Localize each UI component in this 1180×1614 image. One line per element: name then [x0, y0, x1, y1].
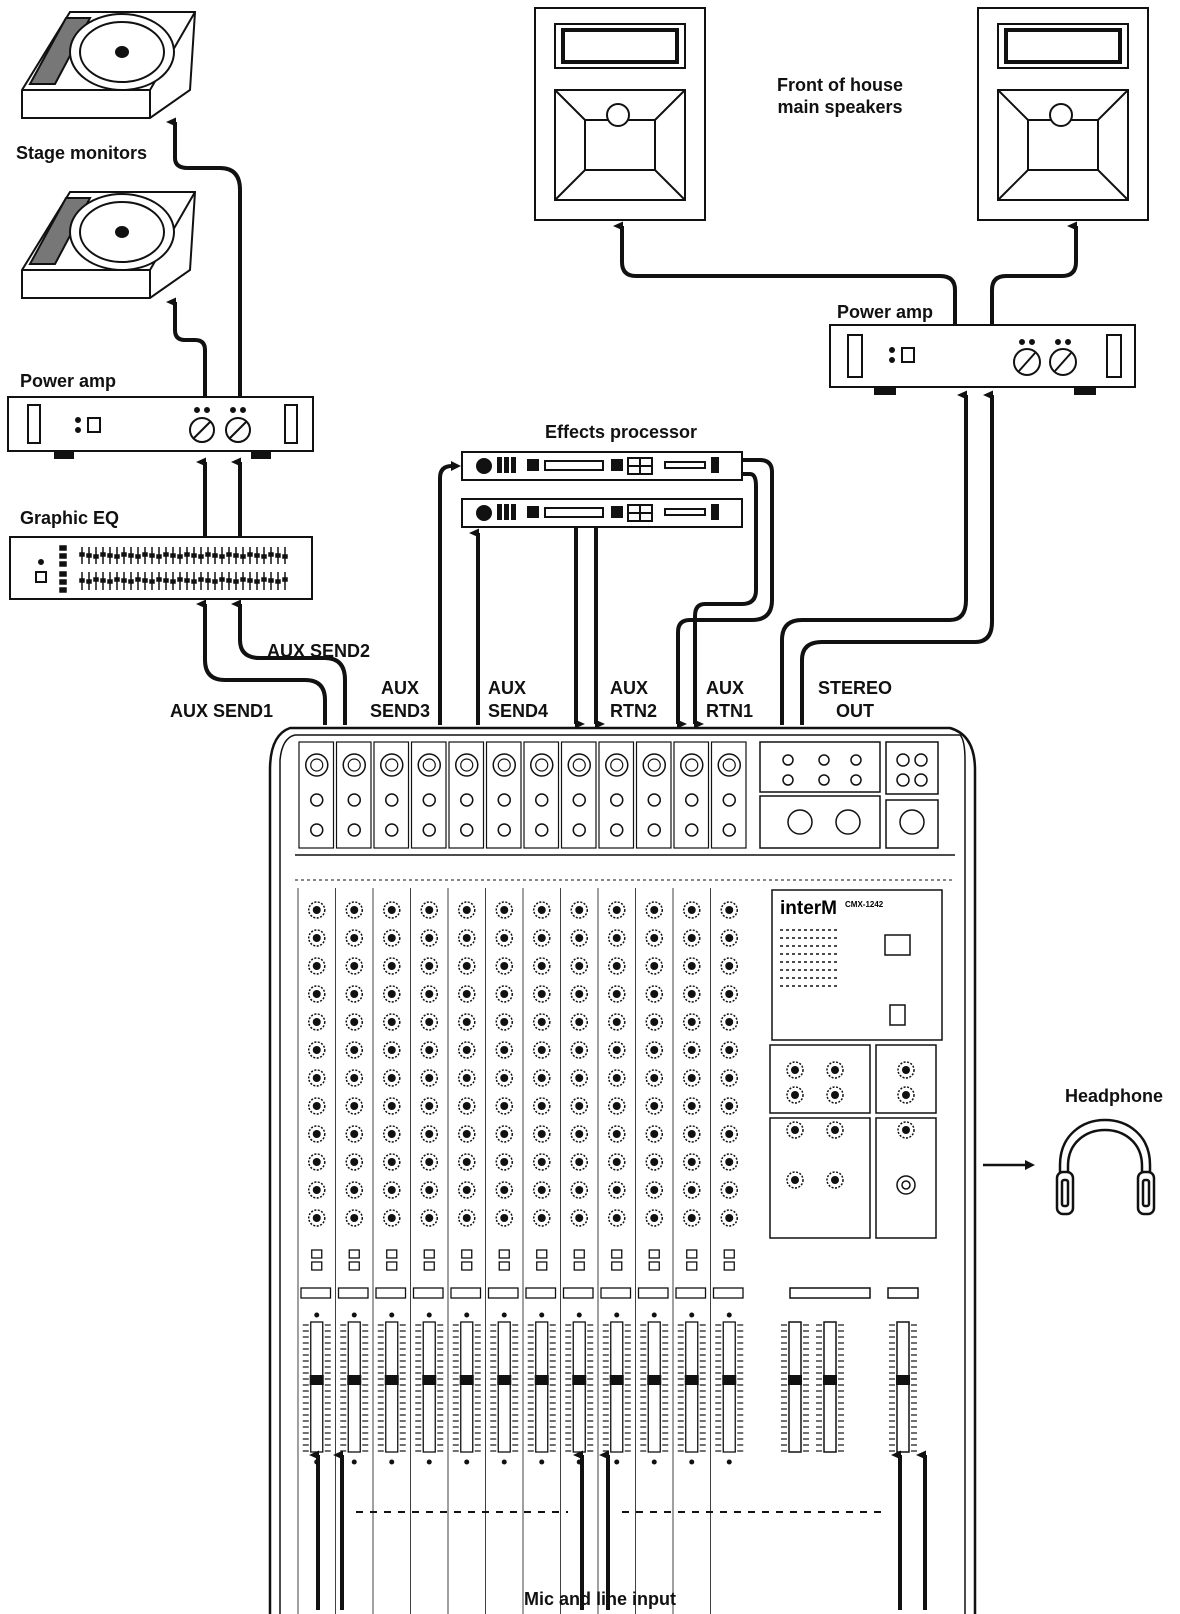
power-amp-right-label: Power amp [837, 302, 934, 322]
headphone-label: Headphone [1065, 1086, 1164, 1106]
aux-send3-label-bottom: SEND3 [369, 701, 431, 721]
stereo-out-label-bottom: OUT [836, 701, 874, 721]
aux-rtn1-label-bottom: RTN1 [706, 701, 754, 721]
power-amp-left-label: Power amp [20, 371, 117, 391]
effects-processor-label: Effects processor [545, 422, 698, 442]
aux-rtn1-label-top: AUX [706, 678, 745, 698]
mixer-console-icon [268, 726, 977, 1614]
graphic-eq-icon [9, 536, 313, 600]
stage-monitor-icon [21, 191, 197, 299]
effects-processor-icon [461, 498, 743, 528]
graphic-eq-label: Graphic EQ [20, 508, 120, 528]
power-amp-icon [829, 324, 1136, 395]
effects-processor-icon [461, 451, 743, 481]
main-speakers-label: main speakers [777, 97, 903, 117]
mixer-brand-logo: interM [780, 898, 837, 919]
stereo-out-label-top: STEREO [817, 678, 892, 698]
aux-send2-label: AUX SEND2 [267, 641, 371, 661]
signal-lines [166, 117, 1078, 1610]
stage-monitors-label: Stage monitors [16, 143, 148, 163]
mixer-model-label: CMX-1242 [845, 900, 884, 909]
stage-monitor-icon [21, 11, 197, 119]
aux-send3-label-top: AUX [380, 678, 419, 698]
front-of-house-label: Front of house [777, 75, 903, 95]
mic-line-input-label: Mic and line input [524, 1589, 676, 1609]
aux-send4-label-bottom: SEND4 [488, 701, 549, 721]
power-amp-icon [7, 396, 314, 459]
main-speaker-icon [977, 7, 1149, 221]
main-speaker-icon [534, 7, 706, 221]
aux-rtn2-label-top: AUX [610, 678, 649, 698]
aux-rtn2-label-bottom: RTN2 [610, 701, 658, 721]
aux-send4-label-top: AUX [488, 678, 527, 698]
headphone-icon [1055, 1118, 1156, 1216]
aux-send1-label: AUX SEND1 [170, 701, 274, 721]
